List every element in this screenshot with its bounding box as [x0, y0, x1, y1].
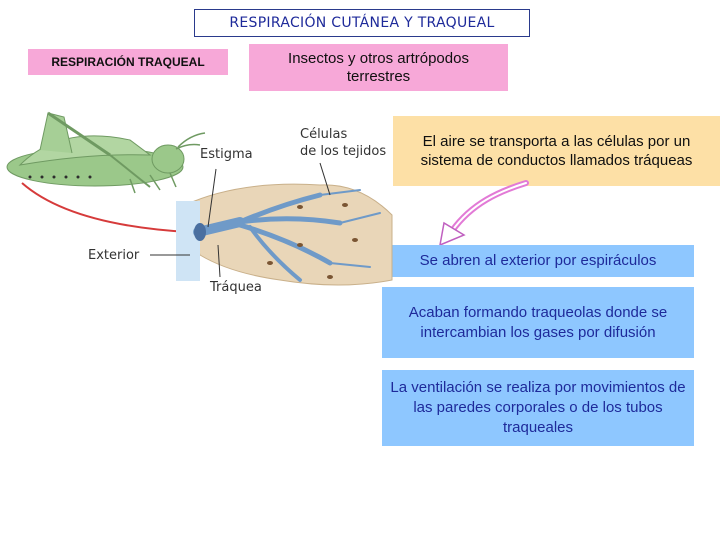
trachea-tubes — [193, 189, 381, 282]
grasshopper-illustration — [6, 111, 206, 194]
label-estigma: Estigma — [200, 147, 253, 162]
point-espiraculos: Se abren al exterior por espiráculos — [382, 245, 694, 277]
transport-box: El aire se transporta a las células por … — [393, 116, 720, 186]
curved-arrow-icon — [439, 180, 529, 247]
tracheal-system-illustration: Estigma Células de los tejidos Exterior … — [6, 111, 393, 295]
red-arrow-icon — [21, 182, 189, 233]
label-celulas-2: de los tejidos — [300, 144, 386, 159]
point-traqueolas: Acaban formando traqueolas donde se inte… — [382, 287, 694, 358]
subtitle-box: Insectos y otros artrópodos terrestres — [249, 44, 508, 91]
section-label: RESPIRACIÓN TRAQUEAL — [28, 49, 228, 75]
slide-title: RESPIRACIÓN CUTÁNEA Y TRAQUEAL — [194, 9, 530, 37]
label-celulas-1: Células — [300, 127, 348, 142]
point-ventilacion: La ventilación se realiza por movimiento… — [382, 370, 694, 446]
tissue-block — [184, 183, 393, 286]
label-exterior: Exterior — [88, 248, 140, 263]
label-traquea: Tráquea — [209, 280, 262, 295]
